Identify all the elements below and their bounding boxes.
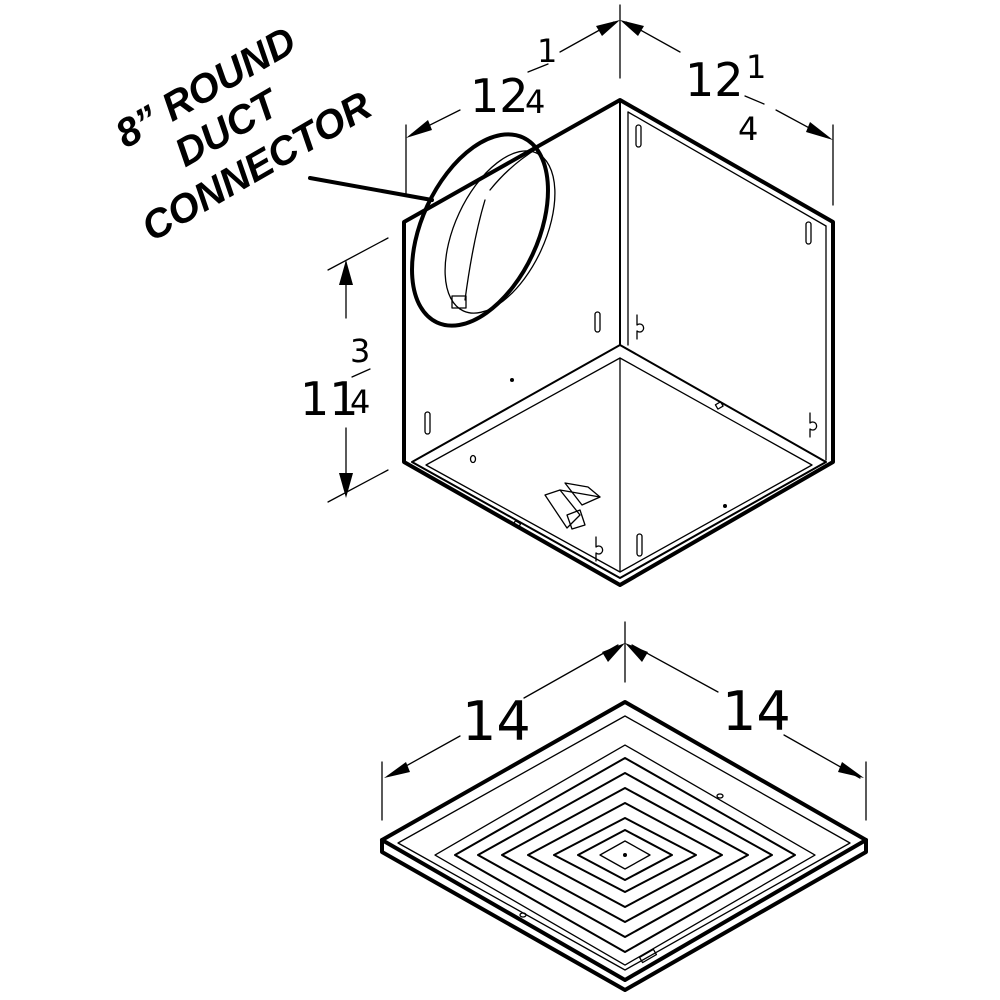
- round-duct-connector: [410, 132, 556, 328]
- grille-frame-outer: [380, 700, 868, 982]
- dim-whole: 12: [470, 69, 529, 123]
- grille-louvers: [434, 744, 816, 966]
- mounting-slots: [424, 124, 818, 562]
- housing-outline: [402, 98, 835, 587]
- dim-denominator: 4: [350, 383, 370, 421]
- duct-connector-callout: 8” ROUND DUCT CONNECTOR: [108, 19, 434, 250]
- housing-dimensions: 12 1 4 12 1 4 11 3 4: [300, 4, 834, 503]
- grille-dimension-right: 14: [722, 680, 791, 743]
- duct-collar-outer: [410, 132, 550, 328]
- grille-screw-hole: [716, 793, 724, 799]
- dim-numerator: 3: [350, 332, 370, 370]
- duct-collar-inner: [444, 150, 556, 314]
- grille-frame-edge: [380, 838, 868, 992]
- grille-dimension-left: 14: [462, 690, 531, 753]
- damper-rod: [464, 199, 486, 301]
- housing-right-top-inner: [627, 111, 827, 227]
- grille: [380, 700, 868, 992]
- dimension-width-left: 12 1 4: [470, 32, 557, 123]
- dim-denominator: 4: [525, 83, 545, 121]
- grille-screw-hole: [519, 912, 527, 918]
- dim-whole: 12: [685, 53, 744, 107]
- dimension-height: 11 3 4: [300, 332, 371, 426]
- housing-bottom-rim: [411, 344, 827, 579]
- damper-stop: [451, 295, 467, 309]
- dim-denominator: 4: [738, 110, 758, 148]
- fan-housing: [402, 98, 835, 587]
- dimension-width-right: 12 1 4: [685, 48, 766, 148]
- grille-frame-inner: [397, 715, 851, 971]
- dim-numerator: 1: [537, 32, 557, 70]
- dim-whole: 11: [300, 372, 359, 426]
- grille-dimensions: 14 14: [381, 621, 867, 821]
- callout-leader-line: [308, 176, 434, 202]
- housing-bottom-flange: [425, 357, 813, 573]
- dim-numerator: 1: [746, 48, 766, 86]
- internal-bracket: [544, 482, 601, 530]
- grille-label-tab: [638, 948, 658, 964]
- damper-hinge: [489, 147, 539, 191]
